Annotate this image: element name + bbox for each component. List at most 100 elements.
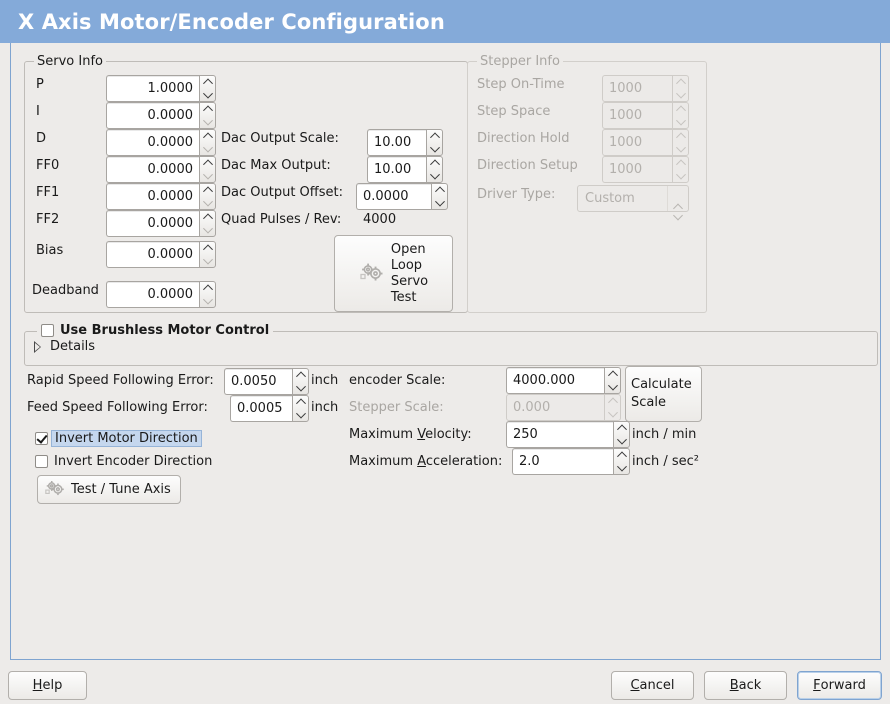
spin-up-icon[interactable] <box>200 130 215 143</box>
spin-down-icon[interactable] <box>427 143 442 156</box>
servo-input-bias-value[interactable]: 0.0000 <box>106 241 199 268</box>
servo-input-bias-spinner[interactable] <box>199 241 216 268</box>
dac-output-offset-input[interactable]: 0.0000 <box>356 183 448 210</box>
servo-input-p-spinner[interactable] <box>199 75 216 102</box>
checkbox-box[interactable] <box>35 455 48 468</box>
calculate-scale-button[interactable]: Calculate Scale <box>625 366 702 422</box>
invert-motor-direction-checkbox[interactable]: Invert Motor Direction <box>35 430 202 447</box>
stepper-info-group: Stepper Info <box>467 54 707 313</box>
spin-down-icon[interactable] <box>200 89 215 102</box>
servo-input-ff1[interactable]: 0.0000 <box>106 183 216 210</box>
servo-input-deadband-spinner[interactable] <box>199 281 216 308</box>
spin-down-icon[interactable] <box>605 381 620 394</box>
servo-input-ff0-value[interactable]: 0.0000 <box>106 156 199 183</box>
servo-input-ff2[interactable]: 0.0000 <box>106 210 216 237</box>
servo-label-bias: Bias <box>36 243 64 258</box>
dac-max-output-value[interactable]: 10.00 <box>367 156 426 183</box>
dac-output-scale-input[interactable]: 10.00 <box>367 129 443 156</box>
dac-max-output-spinner[interactable] <box>426 156 443 183</box>
servo-input-deadband[interactable]: 0.0000 <box>106 281 216 308</box>
test-tune-axis-button[interactable]: Test / Tune Axis <box>37 475 181 504</box>
spin-up-icon[interactable] <box>427 130 442 143</box>
rapid-following-error-spinner[interactable] <box>292 368 309 395</box>
spin-up-icon <box>673 76 688 89</box>
maximum-acceleration-value[interactable]: 2.0 <box>512 448 613 475</box>
spin-up-icon[interactable] <box>200 282 215 295</box>
servo-input-d[interactable]: 0.0000 <box>106 129 216 156</box>
invert-encoder-direction-checkbox[interactable]: Invert Encoder Direction <box>35 454 212 469</box>
servo-input-ff0-spinner[interactable] <box>199 156 216 183</box>
spin-up-icon[interactable] <box>200 157 215 170</box>
maximum-velocity-spinner[interactable] <box>613 421 630 448</box>
servo-input-i-value[interactable]: 0.0000 <box>106 102 199 129</box>
feed-following-error-input[interactable]: 0.0005 <box>230 395 309 422</box>
spin-up-icon[interactable] <box>200 184 215 197</box>
servo-input-i-spinner[interactable] <box>199 102 216 129</box>
dac-max-output-input[interactable]: 10.00 <box>367 156 443 183</box>
maximum-velocity-input[interactable]: 250 <box>506 421 630 448</box>
spin-up-icon[interactable] <box>605 368 620 381</box>
spin-up-icon[interactable] <box>432 184 447 197</box>
dac-output-scale-spinner[interactable] <box>426 129 443 156</box>
spin-up-icon[interactable] <box>293 396 308 409</box>
spin-down-icon[interactable] <box>432 197 447 210</box>
spin-up-icon[interactable] <box>293 369 308 382</box>
spin-down-icon[interactable] <box>293 382 308 395</box>
spin-down-icon[interactable] <box>200 295 215 308</box>
servo-input-ff2-value[interactable]: 0.0000 <box>106 210 199 237</box>
spin-up-icon[interactable] <box>614 449 629 462</box>
checkbox-box[interactable] <box>41 324 54 337</box>
spin-up-icon[interactable] <box>200 103 215 116</box>
maximum-velocity-label-pre: Maximum <box>349 427 418 442</box>
rapid-following-error-input[interactable]: 0.0050 <box>224 368 309 395</box>
spin-up-icon[interactable] <box>200 242 215 255</box>
feed-following-error-spinner[interactable] <box>292 395 309 422</box>
servo-input-p-value[interactable]: 1.0000 <box>106 75 199 102</box>
spin-down-icon[interactable] <box>200 143 215 156</box>
details-expander[interactable]: Details <box>34 339 95 354</box>
spin-up-icon[interactable] <box>200 211 215 224</box>
servo-input-ff1-spinner[interactable] <box>199 183 216 210</box>
servo-input-deadband-value[interactable]: 0.0000 <box>106 281 199 308</box>
spin-up-icon[interactable] <box>614 422 629 435</box>
spin-down-icon[interactable] <box>200 170 215 183</box>
spin-down-icon[interactable] <box>200 224 215 237</box>
servo-input-i[interactable]: 0.0000 <box>106 102 216 129</box>
spin-up-icon[interactable] <box>427 157 442 170</box>
maximum-acceleration-spinner[interactable] <box>613 448 630 475</box>
encoder-scale-spinner[interactable] <box>604 367 621 394</box>
feed-following-error-value[interactable]: 0.0005 <box>230 395 292 422</box>
driver-type-select: Custom <box>577 185 689 212</box>
servo-input-d-value[interactable]: 0.0000 <box>106 129 199 156</box>
servo-input-ff2-spinner[interactable] <box>199 210 216 237</box>
chevron-right-icon[interactable] <box>34 340 42 353</box>
maximum-acceleration-input[interactable]: 2.0 <box>512 448 630 475</box>
spin-up-icon[interactable] <box>200 76 215 89</box>
servo-input-p[interactable]: 1.0000 <box>106 75 216 102</box>
servo-input-bias[interactable]: 0.0000 <box>106 241 216 268</box>
dac-output-scale-value[interactable]: 10.00 <box>367 129 426 156</box>
checkbox-box[interactable] <box>35 432 48 445</box>
maximum-velocity-value[interactable]: 250 <box>506 421 613 448</box>
spin-down-icon[interactable] <box>614 462 629 475</box>
dac-output-offset-spinner[interactable] <box>431 183 448 210</box>
rapid-following-error-value[interactable]: 0.0050 <box>224 368 292 395</box>
use-brushless-motor-control-checkbox[interactable]: Use Brushless Motor Control <box>37 323 274 338</box>
spin-down-icon[interactable] <box>293 409 308 422</box>
encoder-scale-value[interactable]: 4000.000 <box>506 367 604 394</box>
open-loop-servo-test-button[interactable]: Open Loop Servo Test <box>334 235 453 312</box>
spin-down-icon[interactable] <box>427 170 442 183</box>
dac-output-offset-value[interactable]: 0.0000 <box>356 183 431 210</box>
spin-down-icon[interactable] <box>200 255 215 268</box>
servo-input-ff1-value[interactable]: 0.0000 <box>106 183 199 210</box>
servo-input-d-spinner[interactable] <box>199 129 216 156</box>
servo-input-ff0[interactable]: 0.0000 <box>106 156 216 183</box>
spin-down-icon[interactable] <box>200 197 215 210</box>
encoder-scale-input[interactable]: 4000.000 <box>506 367 621 394</box>
spin-down-icon[interactable] <box>200 116 215 129</box>
spin-down-icon[interactable] <box>614 435 629 448</box>
